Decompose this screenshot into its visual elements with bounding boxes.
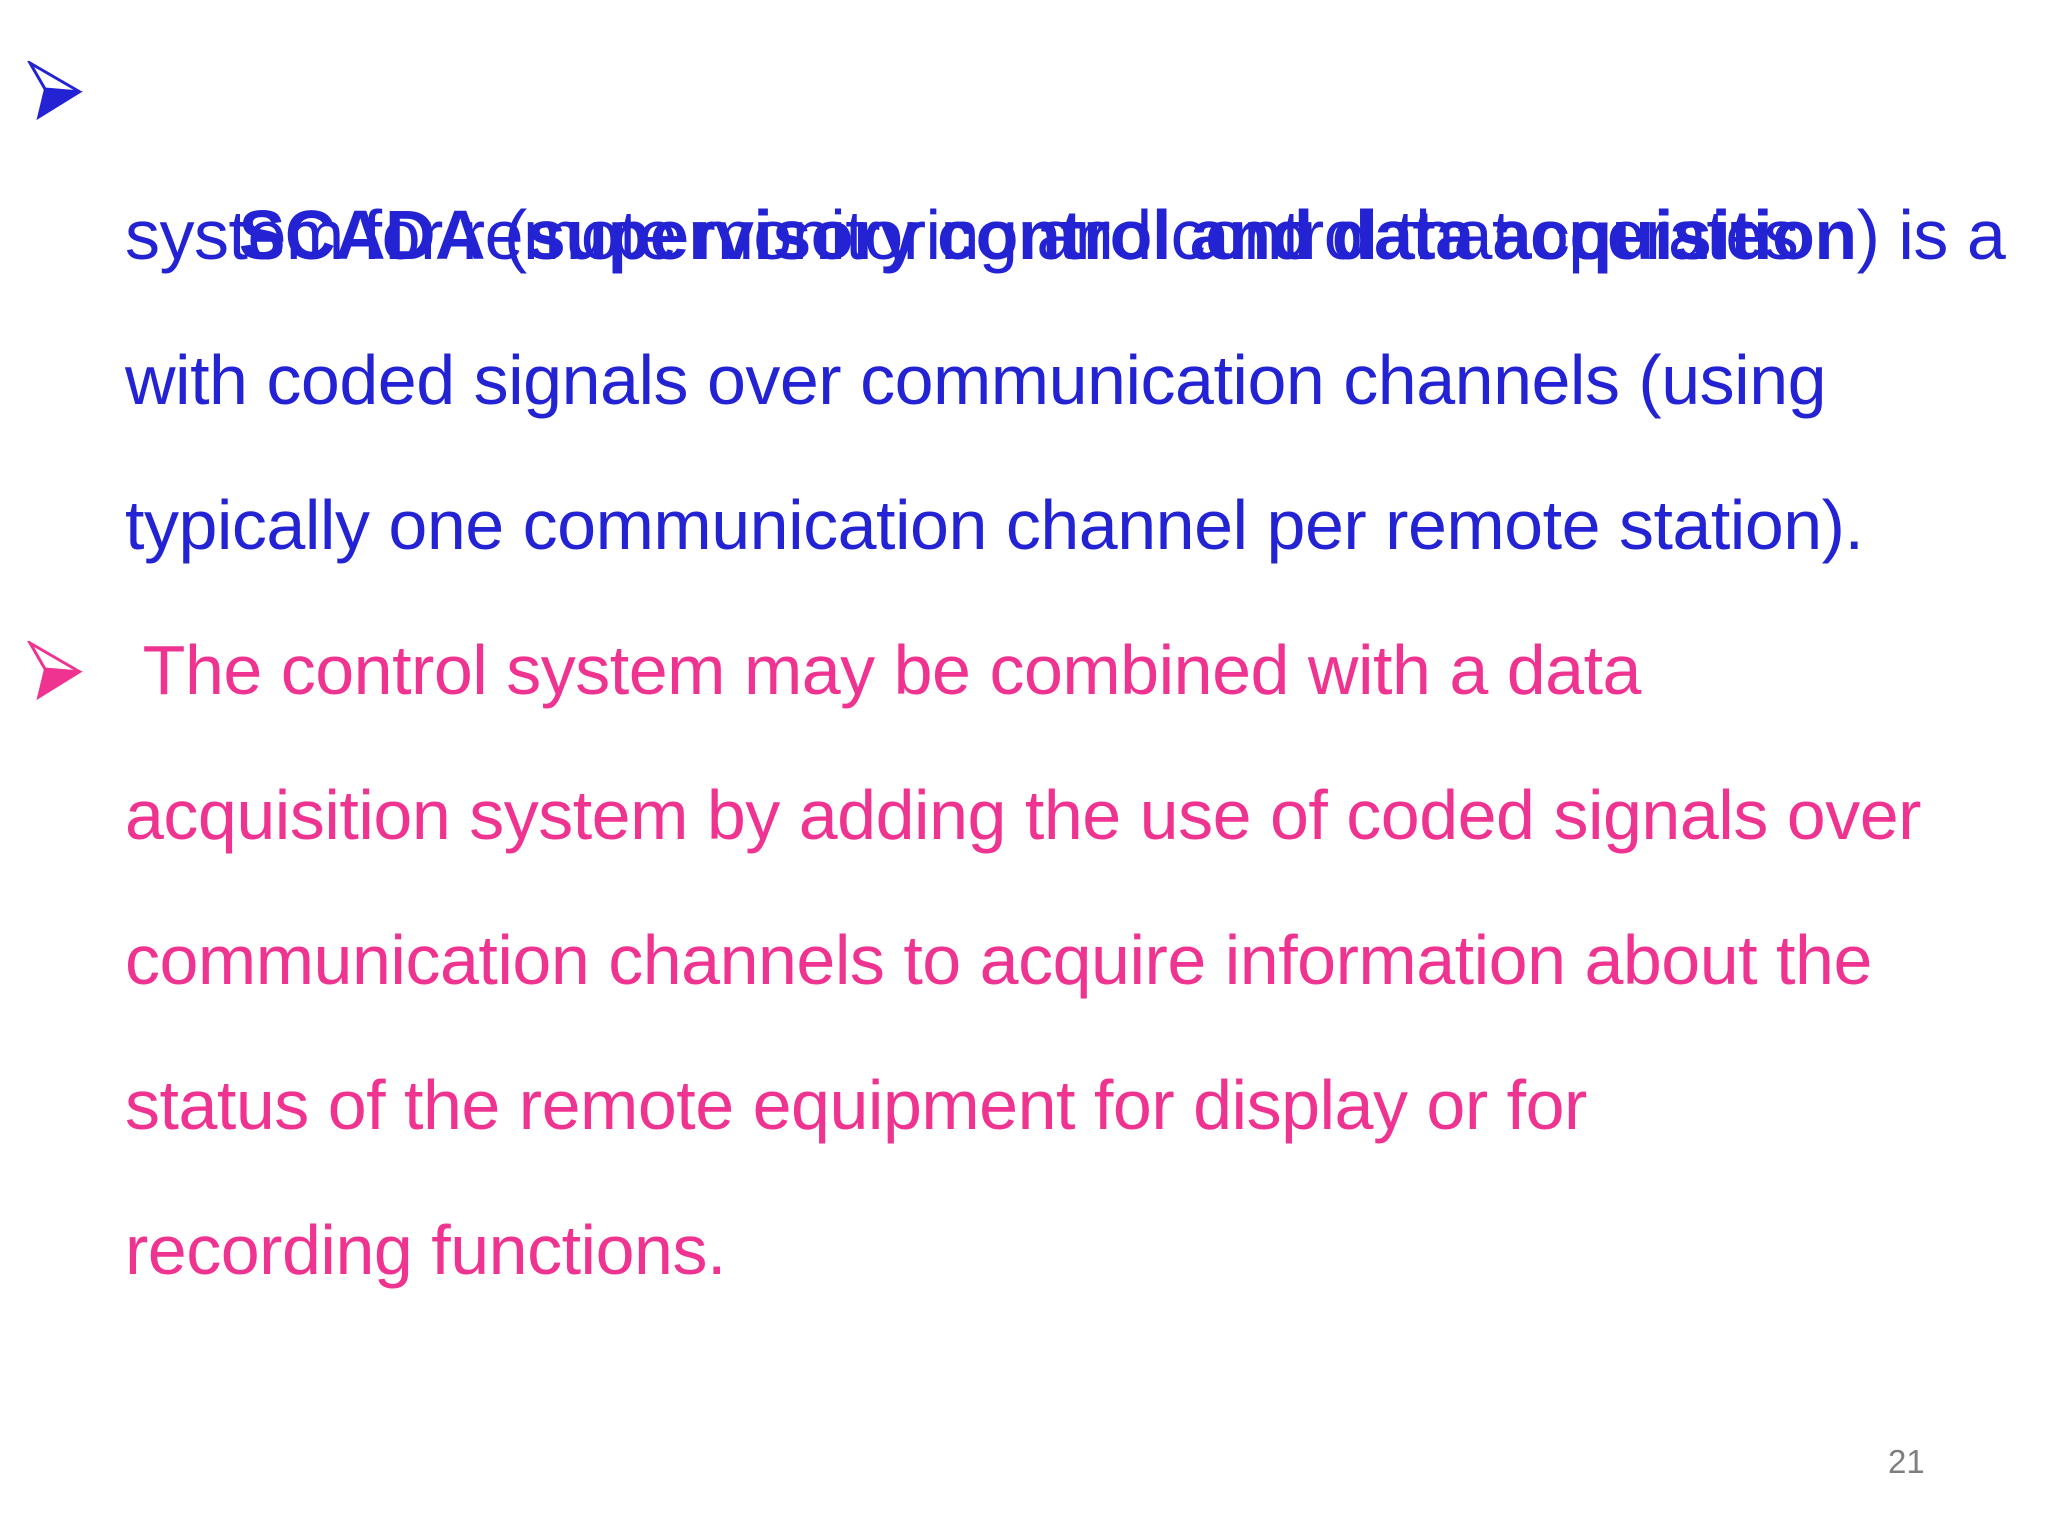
bullet2-line-1: The control system may be combined with …: [125, 631, 1642, 709]
bullet-arrow-icon: [27, 61, 84, 120]
bullet1-line-3: with coded signals over communication ch…: [125, 341, 1827, 419]
bullet2-line-4: status of the remote equipment for displ…: [125, 1066, 1587, 1144]
bullet2-line-5: recording functions.: [125, 1211, 726, 1289]
scada-expansion: supervisory control and data acquisition: [526, 196, 1857, 274]
open-paren: (: [485, 196, 527, 274]
bullet-arrow-icon: [27, 641, 84, 700]
bullet1-line-2: system for remote monitoring and control…: [125, 196, 1799, 274]
bullet1-line-1: SCADA (supervisory control and data acqu…: [0, 18, 2048, 274]
bullet2-line-2: acquisition system by adding the use of …: [125, 776, 1921, 854]
bullet1-line-4: typically one communication channel per …: [125, 486, 1864, 564]
page-number: 21: [1888, 1443, 1925, 1480]
slide-body-text: SCADA (supervisory control and data acqu…: [0, 18, 2048, 1323]
line1-tail: ) is a: [1856, 196, 2006, 274]
bullet2-line-3: communication channels to acquire inform…: [125, 921, 1872, 999]
scada-term: SCADA: [238, 196, 486, 274]
